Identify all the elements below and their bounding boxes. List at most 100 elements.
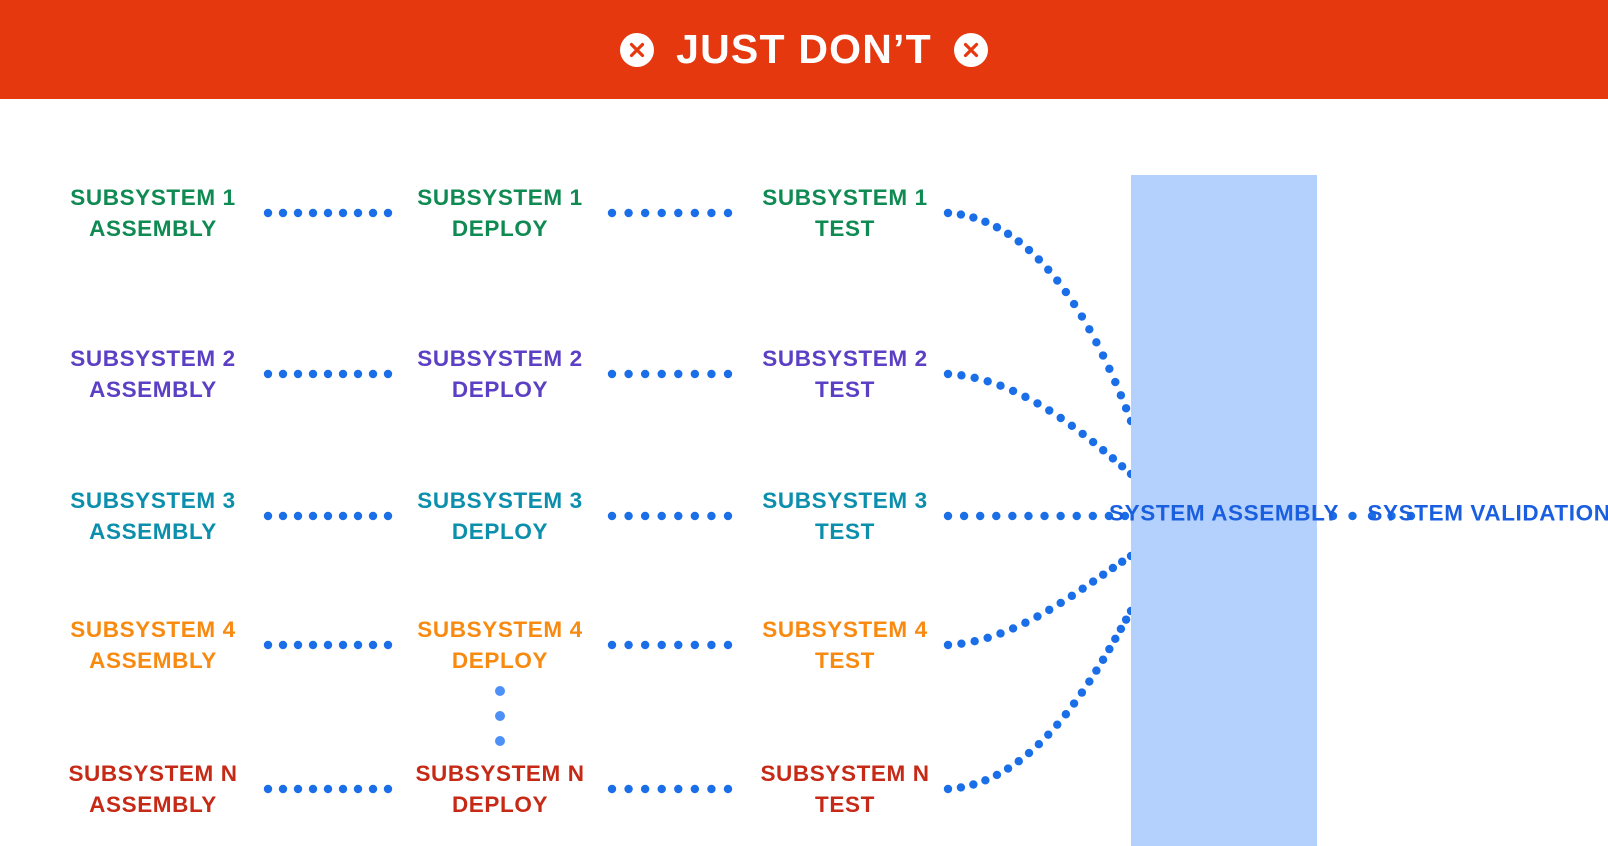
connector-dot — [983, 377, 992, 386]
connector-dot — [1003, 229, 1013, 239]
connector-dot — [1088, 437, 1098, 447]
connector-dot — [1098, 655, 1108, 664]
node-label-line1: SUBSYSTEM N — [760, 760, 930, 786]
connector-dot — [1121, 615, 1131, 624]
connector-dot — [970, 637, 979, 646]
connector-dot — [1008, 511, 1017, 521]
node-label-line1: SUBSYSTEM 2 — [70, 345, 236, 371]
connector-dot — [1072, 511, 1081, 521]
node-label-line2: TEST — [815, 519, 875, 544]
connector-dot — [1088, 577, 1098, 586]
connector-dot — [983, 633, 992, 642]
connector-dot — [1056, 598, 1065, 608]
connector-dot — [368, 369, 378, 379]
connector-dot — [690, 511, 700, 521]
connector-dot — [1045, 406, 1054, 415]
connector-dot — [992, 511, 1001, 521]
node-label-line1: SUBSYSTEM 3 — [417, 487, 583, 513]
connector-dot — [293, 511, 303, 521]
connector-dot — [1108, 563, 1118, 573]
connector-dot — [1105, 644, 1114, 654]
connector-dot — [607, 511, 617, 521]
node-label-line1: SUBSYSTEM 2 — [417, 345, 583, 371]
connector-dot — [1105, 364, 1114, 374]
connector-dot — [607, 369, 617, 379]
connector-dot — [338, 640, 348, 650]
connector-dot — [383, 784, 393, 794]
connector-dot — [607, 640, 617, 650]
connector-dot — [981, 776, 990, 785]
connector-dot — [981, 217, 990, 226]
node-label-line1: SUBSYSTEM 1 — [70, 184, 236, 210]
connector-dot — [278, 369, 288, 379]
connector-dot — [1111, 377, 1120, 387]
system-validation-line1: SYSTEM — [1367, 500, 1464, 526]
connector-dot — [657, 784, 666, 794]
connector-dot — [969, 780, 978, 789]
connector-dot — [957, 639, 966, 648]
connector-dot — [723, 369, 733, 379]
connector-dot — [495, 736, 505, 746]
pipeline-diagram: SYSTEM ASSEMBLY SYSTEM VALIDATION SUBSYS… — [0, 99, 1608, 846]
connector-dot — [959, 511, 969, 521]
connector-dot — [1053, 276, 1062, 285]
system-validation-line2: VALIDATION — [1470, 500, 1608, 526]
connector-dot — [1056, 511, 1065, 521]
connector-dot — [293, 369, 303, 379]
connector-dot — [278, 640, 288, 650]
connector-dot — [495, 686, 505, 696]
node-label-line2: TEST — [815, 216, 875, 241]
connector-dot — [338, 369, 348, 379]
connector-dot — [640, 784, 650, 794]
connector-dot — [1099, 570, 1108, 579]
connector-dot — [1116, 391, 1126, 400]
connector-dot — [1067, 421, 1077, 431]
connector-dot — [1078, 584, 1087, 593]
connector-dot — [624, 640, 633, 650]
connector-dot — [323, 784, 333, 794]
connector-dot — [1116, 624, 1126, 634]
connector-dot — [1077, 688, 1087, 697]
connector-dot — [308, 511, 318, 521]
connector-dot — [293, 784, 303, 794]
connector-dot — [640, 640, 650, 650]
connector-dot — [1024, 245, 1034, 255]
connector-dot — [293, 208, 303, 218]
banner: JUST DON’T — [0, 0, 1608, 99]
connector-dot — [723, 640, 733, 650]
connector-dot — [263, 640, 273, 650]
node-label-line2: TEST — [815, 648, 875, 673]
connector-dot — [657, 208, 666, 218]
connector-dot — [1056, 413, 1065, 423]
banner-title: JUST DON’T — [676, 26, 932, 72]
connector-dot — [969, 213, 978, 222]
connector-dot — [992, 223, 1002, 232]
system-assembly-line1: SYSTEM — [1109, 500, 1206, 526]
connector-dot — [293, 640, 303, 650]
connector-dot — [1014, 757, 1023, 766]
connector-dot — [1348, 511, 1357, 521]
node-label-line1: SUBSYSTEM 4 — [70, 616, 236, 642]
connector-dot — [308, 369, 318, 379]
connector-dot — [1085, 677, 1094, 686]
connector-dot — [690, 640, 700, 650]
connector-dot — [338, 208, 348, 218]
connector-dot — [996, 629, 1005, 638]
connector-dot — [1033, 399, 1042, 408]
connector-dot — [263, 369, 273, 379]
connector-dot — [1099, 446, 1108, 455]
connector-dot — [1034, 739, 1044, 749]
connector-dot — [383, 640, 393, 650]
node-label-line2: ASSEMBLY — [89, 648, 217, 673]
connector-dot — [1033, 612, 1042, 621]
connector-dot — [1069, 299, 1079, 309]
connector-dot — [383, 208, 393, 218]
connector-dot — [1014, 237, 1023, 246]
connector-dot — [1044, 730, 1053, 739]
x-circle-icon-left — [620, 32, 655, 67]
connector-dot — [674, 208, 683, 218]
